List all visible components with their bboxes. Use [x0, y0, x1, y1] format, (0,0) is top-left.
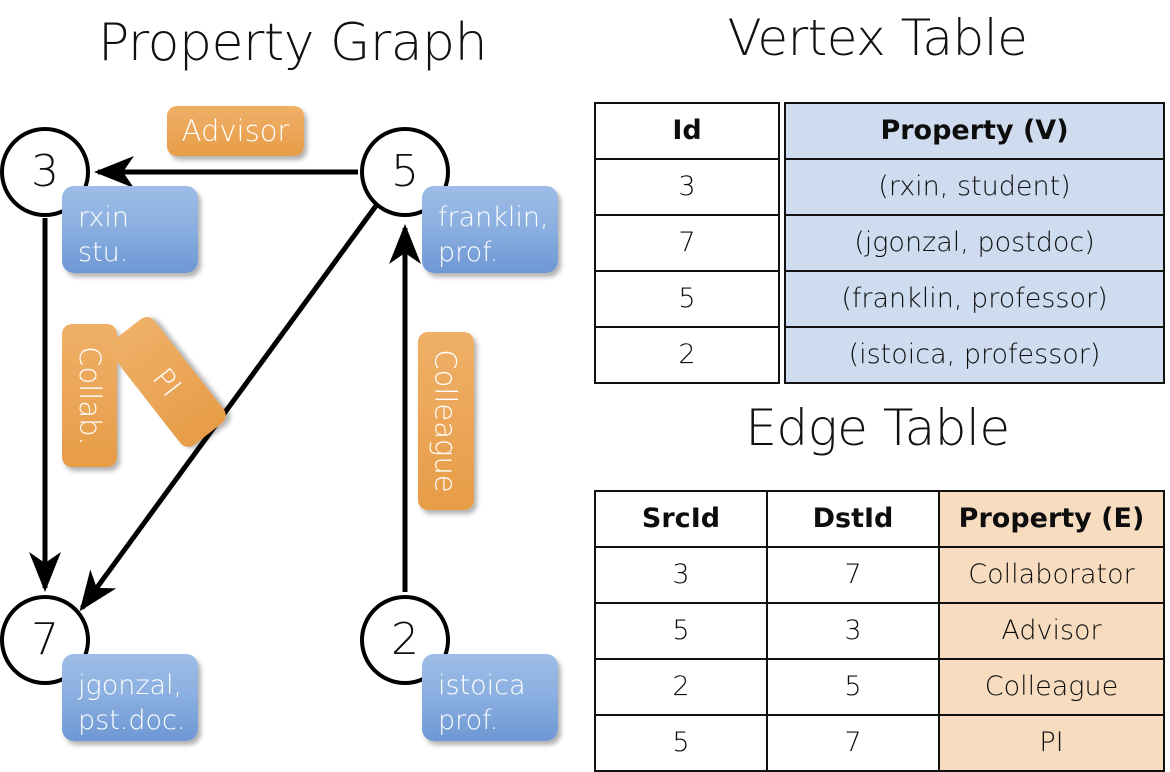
edge-label-collab-text: Collab. [72, 345, 107, 446]
vertex-node-5-label: 5 [391, 146, 419, 197]
vertex-node-5[interactable]: 5 [360, 127, 450, 217]
edge-label-colleague: Colleague [418, 332, 474, 510]
table-header-row: SrcId DstId [594, 490, 940, 548]
vertex-id-cell: 7 [594, 214, 780, 272]
vertex-property-cell: (franklin, professor) [784, 270, 1165, 328]
table-row: 3 7 [594, 546, 940, 604]
table-row: PI [938, 714, 1165, 772]
edge-src-cell: 5 [594, 714, 768, 772]
vertex-node-7-label: 7 [31, 614, 59, 665]
graph-edge-lines [29, 156, 421, 612]
vertex-property-callout-5: franklin, prof. [422, 186, 558, 273]
column-header-dstid: DstId [766, 490, 940, 548]
table-header-row: Id [594, 102, 780, 160]
edge-label-advisor-text: Advisor [181, 114, 290, 148]
column-header-property-e: Property (E) [938, 490, 1165, 548]
edge-dst-cell: 7 [766, 714, 940, 772]
edge-src-cell: 2 [594, 658, 768, 716]
table-row: 2 [594, 326, 780, 384]
vertex-property-callout-3: rxin stu. [62, 186, 198, 273]
edge-property-cell: Colleague [938, 658, 1165, 716]
vertex-property-callout-2: istoica prof. [422, 654, 558, 741]
edge-label-pi-text: PI [146, 361, 189, 403]
edge-5-to-7 [79, 201, 381, 612]
table-row: (jgonzal, postdoc) [784, 214, 1165, 272]
edge-table-id-columns: SrcId DstId 3 7 5 3 2 5 5 7 [594, 490, 940, 772]
vertex-id-cell: 2 [594, 326, 780, 384]
table-row: 2 5 [594, 658, 940, 716]
edge-src-cell: 5 [594, 602, 768, 660]
table-row: (rxin, student) [784, 158, 1165, 216]
vertex-id-cell: 5 [594, 270, 780, 328]
table-row: 5 [594, 270, 780, 328]
table-row: 3 [594, 158, 780, 216]
edge-dst-cell: 3 [766, 602, 940, 660]
vertex-node-2-label: 2 [391, 614, 419, 665]
vertex-table-id-column: Id 3 7 5 2 [594, 102, 780, 384]
vertex-property-cell: (istoica, professor) [784, 326, 1165, 384]
page-title-edge-table: Edge Table [745, 399, 1010, 457]
column-header-property-v: Property (V) [784, 102, 1165, 160]
table-row: Collaborator [938, 546, 1165, 604]
edge-table-property-column: Property (E) Collaborator Advisor Collea… [938, 490, 1165, 772]
vertex-node-3-label: 3 [31, 146, 59, 197]
edge-label-colleague-text: Colleague [429, 349, 463, 493]
table-row: (franklin, professor) [784, 270, 1165, 328]
page-title-vertex-table: Vertex Table [727, 9, 1028, 67]
vertex-property-cell: (jgonzal, postdoc) [784, 214, 1165, 272]
vertex-id-cell: 3 [594, 158, 780, 216]
table-row: 5 3 [594, 602, 940, 660]
vertex-property-cell: (rxin, student) [784, 158, 1165, 216]
edge-dst-cell: 7 [766, 546, 940, 604]
table-row: (istoica, professor) [784, 326, 1165, 384]
edge-dst-cell: 5 [766, 658, 940, 716]
vertex-table-property-column: Property (V) (rxin, student) (jgonzal, p… [784, 102, 1165, 384]
table-row: Colleague [938, 658, 1165, 716]
edge-property-cell: Advisor [938, 602, 1165, 660]
table-header-row: Property (E) [938, 490, 1165, 548]
edge-src-cell: 3 [594, 546, 768, 604]
table-row: 5 7 [594, 714, 940, 772]
page-title-property-graph: Property Graph [97, 13, 488, 73]
vertex-property-callout-7: jgonzal, pst.doc. [62, 654, 198, 741]
table-header-row: Property (V) [784, 102, 1165, 160]
table-row: Advisor [938, 602, 1165, 660]
edge-property-cell: PI [938, 714, 1165, 772]
edge-label-advisor: Advisor [167, 106, 304, 156]
column-header-srcid: SrcId [594, 490, 768, 548]
edge-property-cell: Collaborator [938, 546, 1165, 604]
table-row: 7 [594, 214, 780, 272]
column-header-id: Id [594, 102, 780, 160]
property-graph-panel: Property Graph 3 5 7 2 rxin stu. frankli… [0, 0, 585, 760]
vertex-node-2[interactable]: 2 [360, 595, 450, 685]
